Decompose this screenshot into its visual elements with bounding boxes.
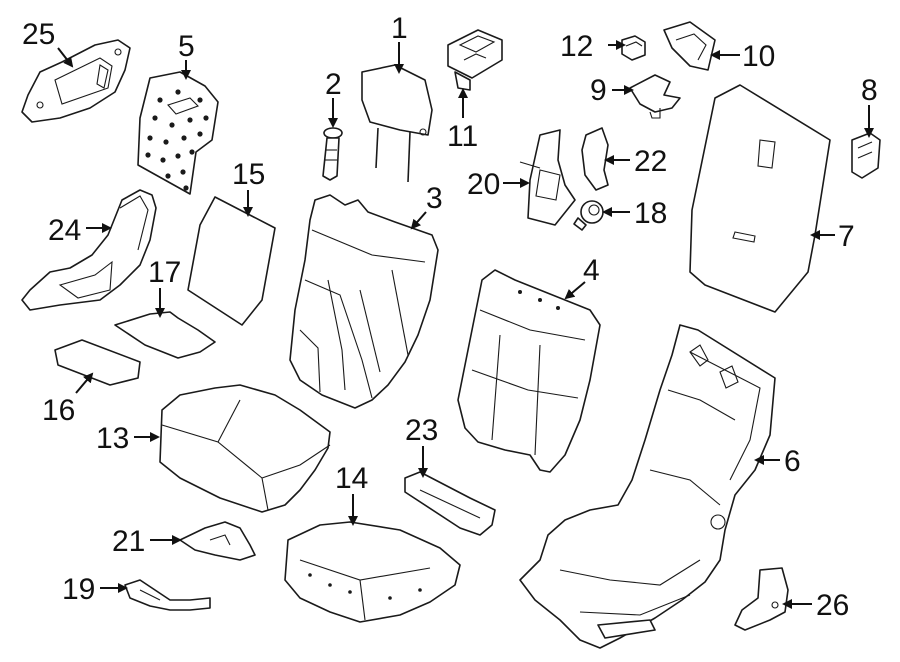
part-6-seat-frame bbox=[519, 324, 776, 649]
part-23-trim-strip bbox=[404, 471, 496, 536]
callout-10: 10 bbox=[742, 40, 775, 73]
part-16-pad bbox=[54, 339, 141, 386]
part-19-harness bbox=[124, 579, 211, 611]
callout-19: 19 bbox=[62, 573, 95, 606]
part-13-cushion-cover bbox=[159, 384, 331, 513]
part-3-seat-back-cover bbox=[289, 194, 439, 409]
part-26-side-cover bbox=[734, 567, 789, 631]
callout-9: 9 bbox=[590, 74, 607, 107]
callout-21: 21 bbox=[112, 525, 145, 558]
callout-2: 2 bbox=[325, 68, 342, 101]
callout-4: 4 bbox=[583, 254, 600, 287]
callout-labels: 25 5 1 2 11 12 10 9 8 7 22 20 18 3 15 24… bbox=[22, 12, 878, 622]
callout-22: 22 bbox=[634, 145, 667, 178]
part-4-seat-back-foam bbox=[457, 269, 601, 473]
callout-20: 20 bbox=[467, 168, 500, 201]
callout-14: 14 bbox=[335, 462, 368, 495]
part-12-clip bbox=[621, 35, 646, 61]
part-14-cushion-foam bbox=[284, 521, 461, 623]
part-17-pad bbox=[114, 311, 216, 359]
part-25-seat-module bbox=[21, 39, 131, 123]
callout-13: 13 bbox=[96, 422, 129, 455]
callout-11: 11 bbox=[447, 120, 478, 153]
callout-18: 18 bbox=[634, 197, 667, 230]
callout-24: 24 bbox=[48, 214, 81, 247]
leader-lines bbox=[57, 40, 874, 609]
part-8-latch-cover bbox=[851, 132, 881, 179]
part-9-bracket bbox=[629, 74, 681, 119]
callout-16: 16 bbox=[42, 394, 75, 427]
callout-15: 15 bbox=[232, 158, 265, 191]
callout-6: 6 bbox=[784, 445, 801, 478]
part-2-headrest-guide bbox=[322, 127, 343, 181]
callout-26: 26 bbox=[816, 589, 849, 622]
part-1-headrest bbox=[361, 64, 433, 183]
part-15-pad bbox=[187, 196, 276, 326]
part-7-back-panel bbox=[689, 84, 831, 313]
part-21-bracket bbox=[179, 521, 256, 561]
callout-7: 7 bbox=[838, 220, 855, 253]
callout-1: 1 bbox=[391, 12, 408, 45]
part-11-switch bbox=[447, 29, 503, 91]
callout-3: 3 bbox=[426, 182, 443, 215]
callout-5: 5 bbox=[178, 30, 195, 63]
callout-25: 25 bbox=[22, 18, 55, 51]
callout-12: 12 bbox=[560, 30, 593, 63]
part-22-cover bbox=[581, 127, 609, 191]
callout-17: 17 bbox=[148, 256, 181, 289]
callout-8: 8 bbox=[861, 74, 878, 107]
callout-23: 23 bbox=[405, 414, 438, 447]
part-20-back-bracket bbox=[519, 129, 576, 226]
part-5-heater-mat bbox=[137, 71, 219, 195]
part-10-bracket bbox=[663, 21, 716, 71]
part-18-knob bbox=[573, 200, 604, 231]
part-24-side-trim bbox=[21, 189, 157, 311]
